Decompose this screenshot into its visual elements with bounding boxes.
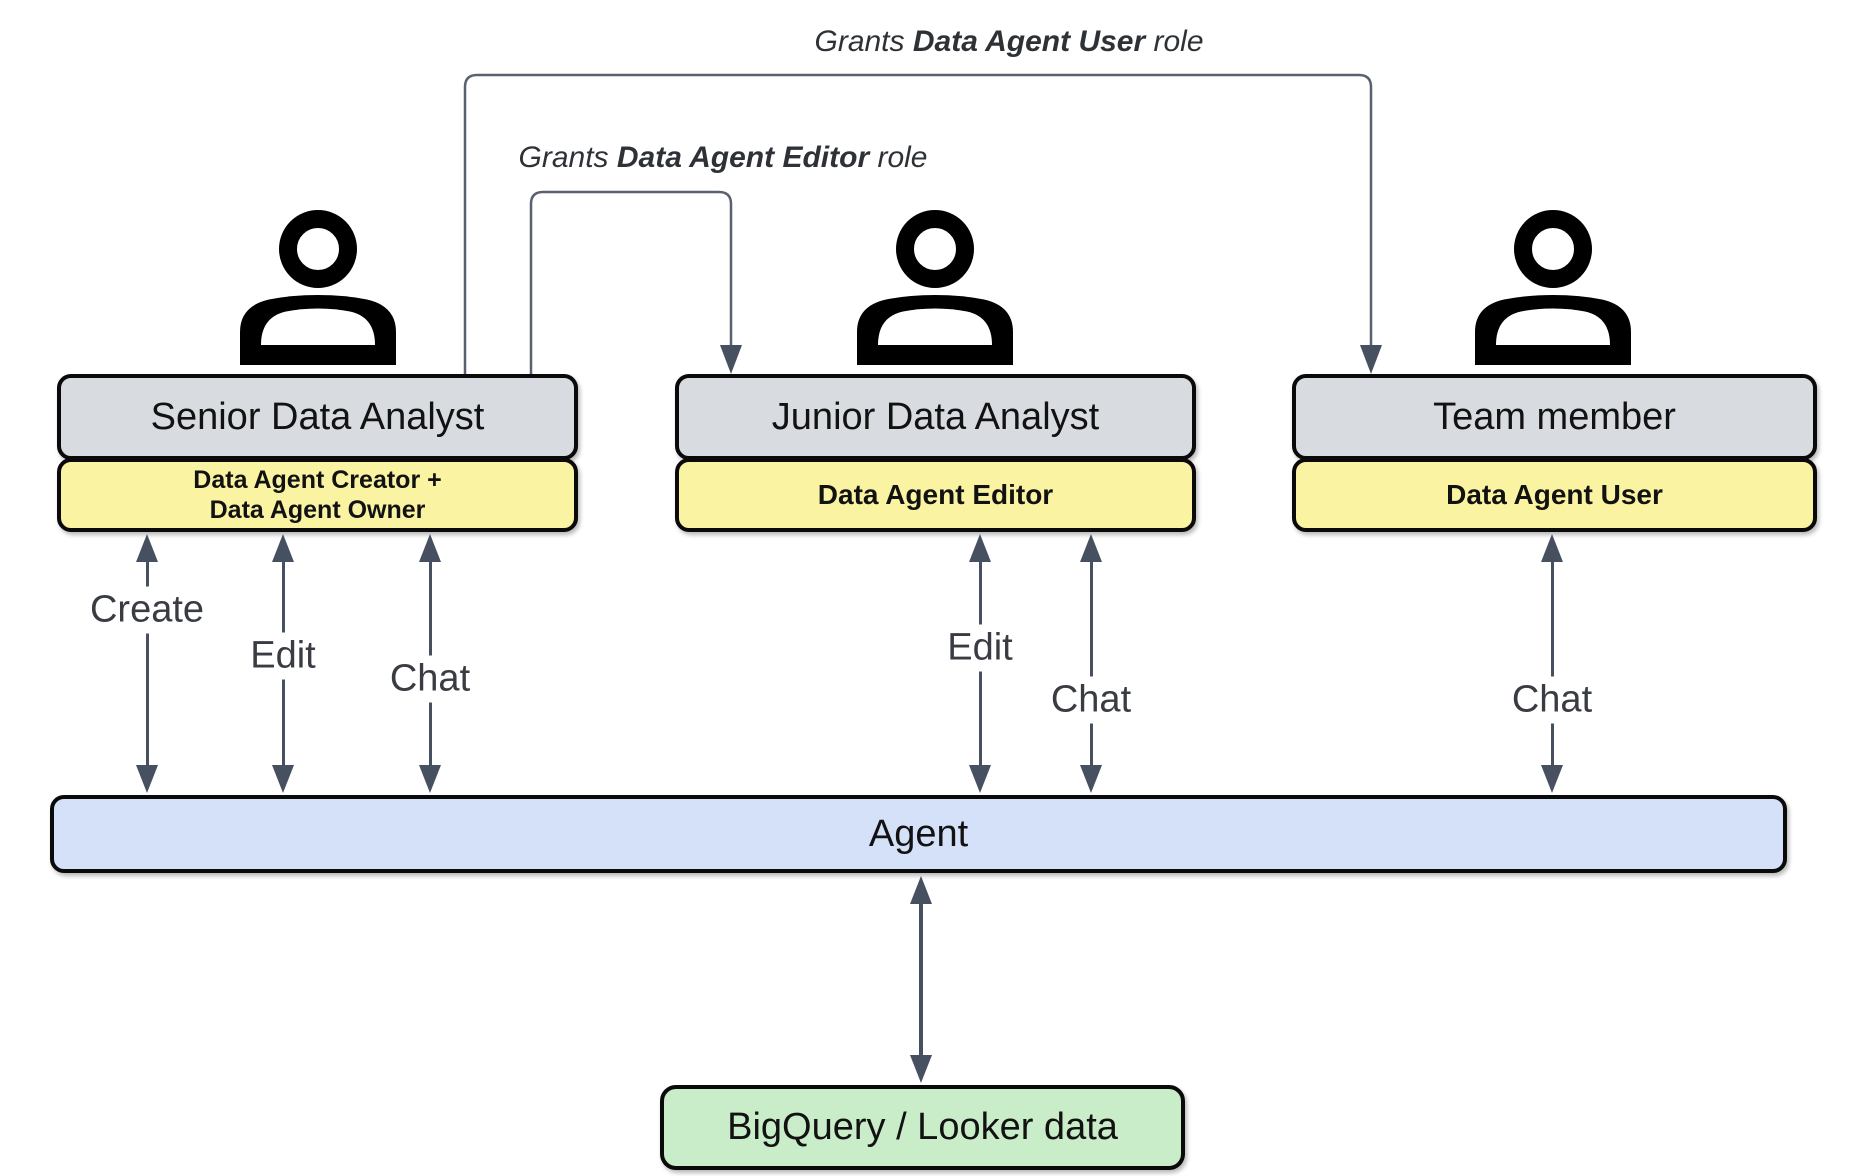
actor-role-line: Data Agent Owner: [209, 496, 426, 524]
agent-label: Agent: [868, 812, 969, 855]
datastore-box: BigQuery / Looker data: [660, 1085, 1185, 1170]
grant-user-label-suffix: role: [1145, 25, 1204, 58]
actor-title: Junior Data Analyst: [771, 395, 1100, 438]
actor-title: Team member: [1433, 395, 1676, 438]
grant-editor-connector-line: [529, 190, 733, 374]
arrow-chat-team-agent: [1550, 561, 1554, 766]
actor-role-box-senior: Data Agent Creator + Data Agent Owner: [57, 458, 578, 532]
arrow-chat-junior-agent: [1089, 561, 1093, 766]
action-label-chat-senior: Chat: [381, 655, 479, 703]
grant-editor-label-prefix: Grants: [518, 141, 617, 174]
person-icon: [857, 210, 1013, 365]
actor-title-box-junior: Junior Data Analyst: [675, 374, 1196, 460]
grant-editor-label-role: Data Agent Editor: [616, 141, 870, 174]
grant-user-label-prefix: Grants: [814, 25, 913, 58]
grant-editor-arrowhead-icon: [720, 345, 742, 374]
person-icon: [240, 210, 396, 365]
actor-title-box-senior: Senior Data Analyst: [57, 374, 578, 460]
grant-user-arrowhead-icon: [1360, 345, 1382, 374]
actor-role-box-junior: Data Agent Editor: [675, 458, 1196, 532]
action-label-edit-senior: Edit: [242, 632, 324, 680]
action-label-edit-junior: Edit: [939, 624, 1021, 672]
person-icon: [1475, 210, 1631, 365]
grant-editor-label: Grants Data Agent Editor role: [512, 141, 934, 175]
arrow-create-senior-agent: [145, 561, 149, 766]
actor-role-box-team: Data Agent User: [1292, 458, 1817, 532]
datastore-label: BigQuery / Looker data: [727, 1106, 1118, 1148]
action-label-create: Create: [81, 586, 213, 634]
action-label-chat-junior: Chat: [1042, 676, 1140, 724]
action-label-chat-team: Chat: [1503, 676, 1601, 724]
actor-role-line: Data Agent User: [1446, 479, 1663, 510]
grant-user-label-role: Data Agent User: [912, 25, 1146, 58]
grant-user-label: Grants Data Agent User role: [808, 25, 1210, 59]
arrow-agent-datastore: [918, 903, 923, 1056]
actor-title: Senior Data Analyst: [150, 395, 485, 438]
actor-title-box-team: Team member: [1292, 374, 1817, 460]
grant-editor-label-suffix: role: [869, 141, 928, 174]
agent-bar: Agent: [50, 795, 1787, 873]
actor-role-line: Data Agent Creator +: [193, 465, 442, 494]
actor-role-line: Data Agent Editor: [817, 479, 1054, 510]
